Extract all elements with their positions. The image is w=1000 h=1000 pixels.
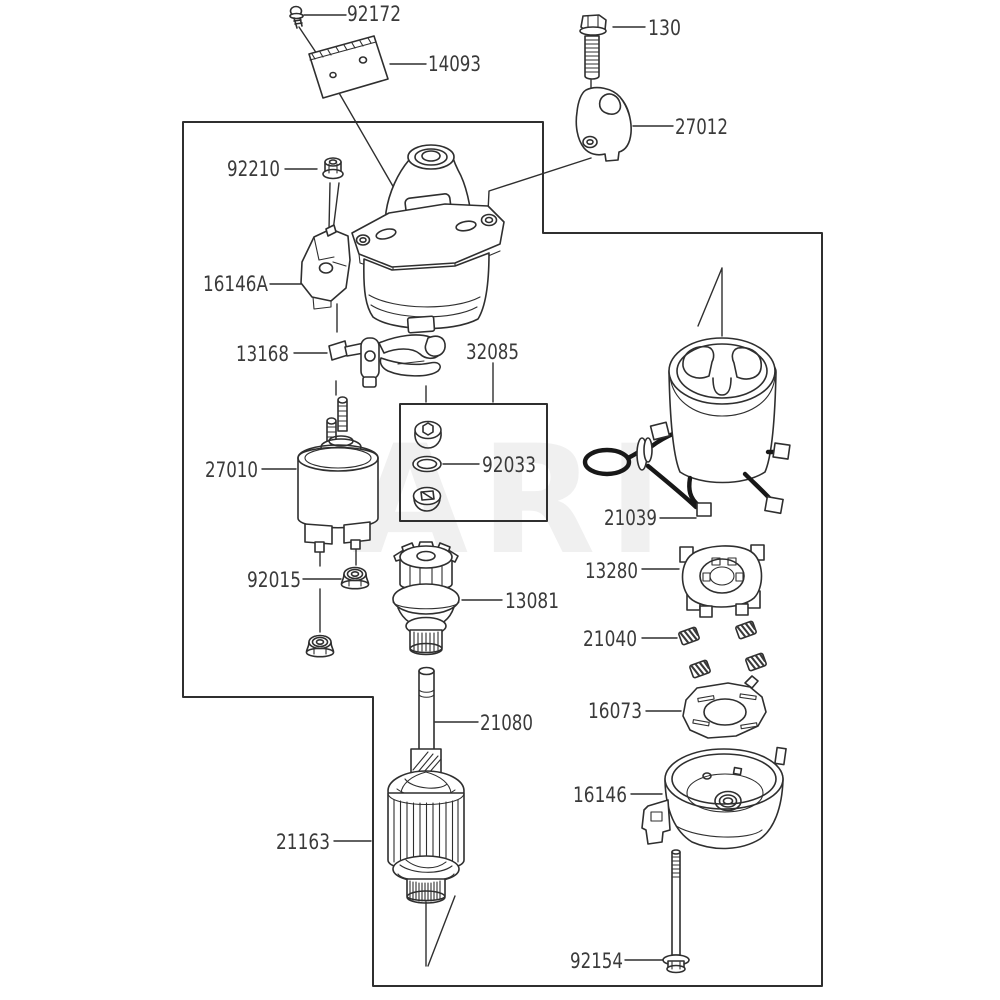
brush-springs-21040 [678, 620, 767, 679]
nut-92210 [322, 157, 344, 180]
part-label-27012[interactable]: 27012 [675, 115, 728, 139]
shift-lever-13168 [328, 334, 446, 388]
mounting-foot-16146A [300, 228, 351, 302]
hardware-kit-contents-32085 [412, 420, 442, 512]
part-label-27010[interactable]: 27010 [205, 458, 258, 482]
wire-connector [696, 502, 712, 517]
part-label-21040[interactable]: 21040 [583, 627, 637, 651]
wire-connector [772, 442, 791, 460]
field-coil-yoke-21039 [582, 337, 791, 517]
retainer-plate-16073 [682, 675, 767, 739]
part-label-92015[interactable]: 92015 [247, 568, 301, 592]
part-label-16146A[interactable]: 16146A [203, 272, 269, 296]
outline-boxes [182, 121, 823, 987]
bolt-130 [579, 14, 607, 80]
part-label-21080[interactable]: 21080 [480, 711, 533, 735]
part-label-14093[interactable]: 14093 [428, 52, 481, 76]
wire-connector [764, 495, 784, 515]
pinion-gear-13081 [392, 541, 460, 656]
end-cap-16146 [641, 746, 787, 850]
solenoid-27010 [297, 396, 379, 553]
part-label-92172[interactable]: 92172 [347, 2, 401, 26]
part-label-32085[interactable]: 32085 [466, 340, 519, 364]
brush-holder-13280 [679, 544, 765, 618]
part-label-92033[interactable]: 92033 [482, 453, 536, 477]
part-label-92210[interactable]: 92210 [227, 157, 280, 181]
leader-lines [261, 14, 723, 967]
cover-plate-14093 [308, 35, 389, 99]
part-label-16146[interactable]: 16146 [573, 783, 627, 807]
part-label-16073[interactable]: 16073 [588, 699, 642, 723]
part-label-21039[interactable]: 21039 [604, 506, 657, 530]
flange-nuts-92015 [305, 566, 370, 658]
part-label-13081[interactable]: 13081 [505, 589, 559, 613]
part-label-92154[interactable]: 92154 [570, 949, 623, 973]
starter-motor-assembly [300, 144, 505, 334]
armature-21163 [387, 748, 465, 904]
bracket-27012 [575, 86, 632, 162]
part-label-21163[interactable]: 21163 [276, 830, 330, 854]
part-label-13168[interactable]: 13168 [236, 342, 289, 366]
part-label-13280[interactable]: 13280 [585, 559, 638, 583]
through-bolt-92154 [662, 849, 690, 974]
wire-connector [649, 421, 671, 441]
screw-92172 [289, 5, 304, 29]
part-label-130[interactable]: 130 [648, 16, 681, 40]
part-labels: 92172 14093 130 27012 92210 16146A 13168… [203, 2, 728, 973]
hardware-kit-box-32085 [399, 403, 548, 522]
